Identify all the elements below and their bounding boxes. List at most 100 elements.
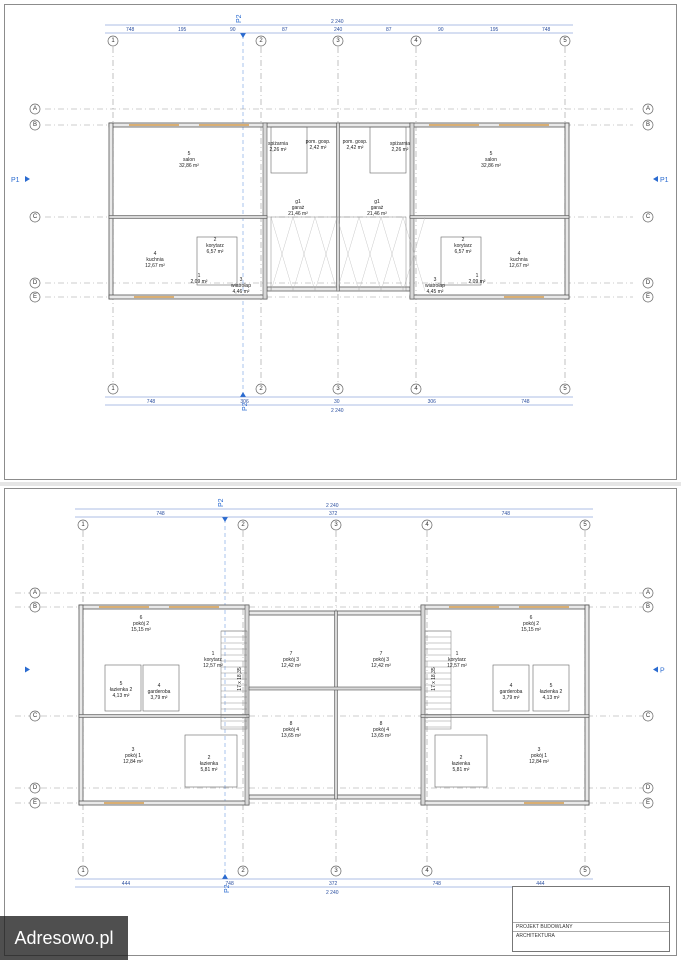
room-number: 1 xyxy=(456,651,459,657)
axis-label-left-D: D xyxy=(33,280,38,286)
room-area: 4,13 m² xyxy=(543,695,560,701)
axis-marker-top-3 xyxy=(330,519,342,531)
dim-bottom-0: 444 xyxy=(122,881,131,887)
room-area: 6,57 m² xyxy=(455,249,472,255)
garage-hatch xyxy=(270,216,294,292)
axis-marker-bottom-4 xyxy=(410,383,422,395)
dim-total-bottom: 2 240 xyxy=(326,890,339,896)
room-number: 1 xyxy=(212,651,215,657)
room-number: 6 xyxy=(530,615,533,621)
wall-party-right xyxy=(420,604,426,806)
room-area: 2,26 m² xyxy=(392,147,409,153)
room-name: korytarz xyxy=(454,243,472,249)
room-area: 13,65 m² xyxy=(281,733,301,739)
section-arrow-right xyxy=(653,176,658,182)
axis-marker-top-4 xyxy=(421,519,433,531)
axis-marker-top-3 xyxy=(332,35,344,47)
room-name: pokój 3 xyxy=(373,657,389,663)
room-number: 3 xyxy=(132,747,135,753)
garage-hatch xyxy=(380,216,404,292)
axis-marker-bottom-3 xyxy=(332,383,344,395)
axis-label-right-A: A xyxy=(646,106,650,112)
section-mark-right: P1 xyxy=(660,177,669,184)
room-area: 4,13 m² xyxy=(113,693,130,699)
room-number: 4 xyxy=(158,683,161,689)
axis-marker-bottom-2 xyxy=(255,383,267,395)
dim-top-1: 195 xyxy=(178,27,187,33)
axis-marker-right-D xyxy=(642,277,654,289)
axis-label-bottom-1: 1 xyxy=(81,868,85,874)
wardrobe-left xyxy=(142,664,180,712)
room-name: łazienka 2 xyxy=(540,689,563,695)
axis-label-top-4: 4 xyxy=(414,38,418,44)
room-name: pom. gosp. xyxy=(306,139,331,145)
room-number: 2 xyxy=(462,237,465,243)
room-area: 2,09 m² xyxy=(469,279,486,285)
room-number: 7 xyxy=(380,651,383,657)
wall-int-left-c xyxy=(108,215,268,219)
pantry-right xyxy=(369,126,407,174)
room-name: garaż xyxy=(371,205,384,211)
wall-party-centre xyxy=(336,122,340,292)
room-number: 2 xyxy=(208,755,211,761)
section-mark-bottom: P2 xyxy=(224,884,231,893)
wall-int-right-c xyxy=(420,714,590,718)
room-area: 32,86 m² xyxy=(481,163,501,169)
axis-marker-bottom-1 xyxy=(77,865,89,877)
room-name: pokój 2 xyxy=(133,621,149,627)
room-area: 2,26 m² xyxy=(270,147,287,153)
axis-marker-left-A xyxy=(29,103,41,115)
room-number: g1 xyxy=(295,199,301,205)
axis-marker-left-B xyxy=(29,119,41,131)
wall-south-left xyxy=(108,294,268,300)
room-area: 12,57 m² xyxy=(447,663,467,669)
room-number: 1 xyxy=(198,273,201,279)
wall-east xyxy=(564,122,570,300)
walls xyxy=(78,604,590,806)
axis-label-bottom-4: 4 xyxy=(414,386,418,392)
axis-label-bottom-4: 4 xyxy=(425,868,429,874)
room-area: 13,65 m² xyxy=(371,733,391,739)
room-number: 3 xyxy=(240,277,243,283)
axis-marker-top-1 xyxy=(107,35,119,47)
stairs-left xyxy=(220,630,248,730)
dim-total-top: 2 240 xyxy=(331,19,344,25)
dim-bottom-0: 748 xyxy=(147,399,156,405)
dim-top-0: 748 xyxy=(126,27,135,33)
room-name: pokój 2 xyxy=(523,621,539,627)
room-name: kuchnia xyxy=(510,257,527,263)
axis-marker-bottom-1 xyxy=(107,383,119,395)
vestibule-left xyxy=(196,236,238,286)
axis-marker-left-A xyxy=(29,587,41,599)
axis-label-left-B: B xyxy=(33,604,37,610)
room-number: 4 xyxy=(510,683,513,689)
dim-bottom-1: 306 xyxy=(240,399,249,405)
axis-label-top-5: 5 xyxy=(563,38,567,44)
dim-bottom-4: 748 xyxy=(521,399,530,405)
room-name: pokój 1 xyxy=(125,753,141,759)
room-name: spiżarnia xyxy=(268,141,288,147)
axis-marker-top-4 xyxy=(410,35,422,47)
room-area: 5,81 m² xyxy=(201,767,218,773)
room-area: 12,42 m² xyxy=(281,663,301,669)
axis-marker-top-2 xyxy=(255,35,267,47)
axis-label-right-C: C xyxy=(646,214,651,220)
room-area: 15,15 m² xyxy=(521,627,541,633)
room-number: 8 xyxy=(290,721,293,727)
axis-marker-left-E xyxy=(29,797,41,809)
axis-label-left-C: C xyxy=(33,713,38,719)
dim-bottom-4: 444 xyxy=(536,881,545,887)
title-block-notes xyxy=(513,887,669,923)
section-arrow-left xyxy=(25,176,30,182)
room-name: pokój 4 xyxy=(373,727,389,733)
